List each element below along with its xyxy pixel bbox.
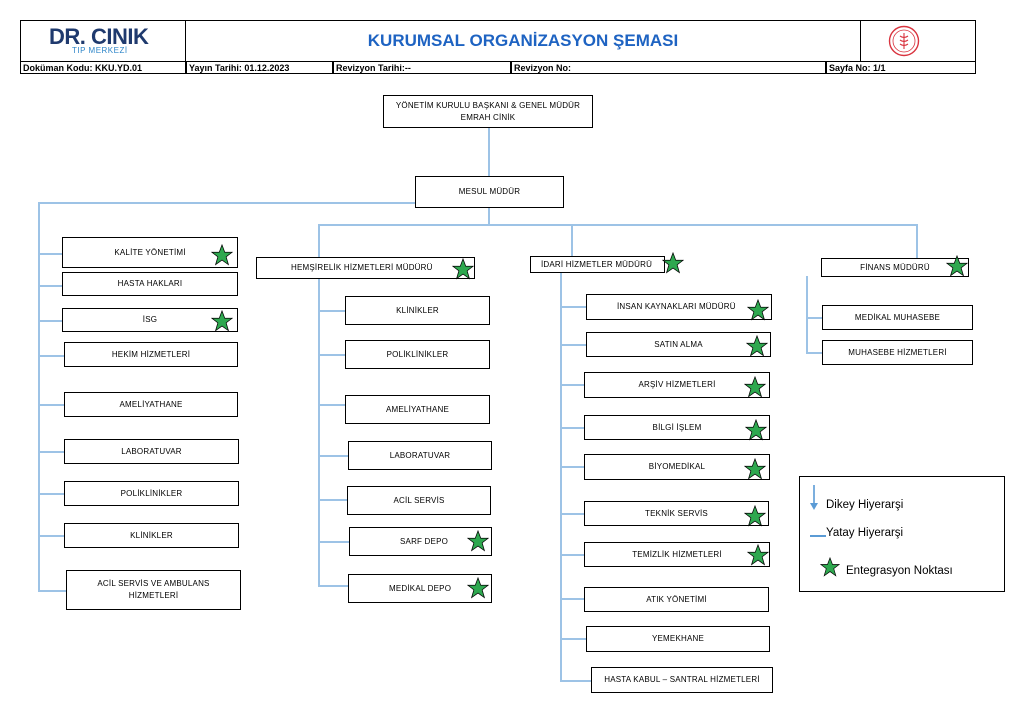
integration-star-icon [744,458,766,480]
revision-number: Revizyon No: [514,63,572,73]
document-title: KURUMSAL ORGANİZASYON ŞEMASI [367,31,679,50]
integration-star-icon [467,577,489,599]
connector [318,224,917,226]
revision-date: Revizyon Tarihi:-- [336,63,411,73]
org-box-finans-muduru: FİNANS MÜDÜRÜ [821,258,969,277]
org-box-n-medikal-depo: MEDİKAL DEPO [348,574,492,603]
org-box-satin-alma: SATIN ALMA [586,332,771,357]
integration-star-icon [946,255,968,277]
legend-vertical-label: Dikey Hiyerarşi [826,499,904,511]
org-box-hemsirelik-muduru: HEMŞİRELİK HİZMETLERİ MÜDÜRÜ [256,257,475,279]
org-box-idari-muduru: İDARİ HİZMETLER MÜDÜRÜ [530,256,665,273]
org-box-isg: İSG [62,308,238,332]
org-box-kalite: KALİTE YÖNETİMİ [62,237,238,268]
integration-star-icon [467,530,489,552]
org-box-klinikler: KLİNİKLER [64,523,239,548]
integration-star-icon [211,244,233,266]
org-box-hasta-kabul: HASTA KABUL – SANTRAL HİZMETLERİ [591,667,773,693]
ministry-seal-icon [888,25,920,57]
chairman-name: EMRAH CİNİK [460,112,516,122]
org-box-n-poliklinikler: POLİKLİNİKLER [345,340,490,369]
org-box-hasta-haklari: HASTA HAKLARI [62,272,238,296]
logo: DR. CINIK [49,24,149,49]
connector [560,273,562,681]
horizontal-line-icon [810,535,826,537]
org-box-arsiv: ARŞİV HİZMETLERİ [584,372,770,398]
connector [38,202,415,204]
connector [38,202,40,590]
org-box-medikal-muhasebe: MEDİKAL MUHASEBE [822,305,973,330]
integration-star-icon [211,310,233,332]
integration-star-icon [746,335,768,357]
legend-integration-label: Entegrasyon Noktası [846,565,953,577]
org-box-laboratuvar: LABORATUVAR [64,439,239,464]
publish-date: Yayın Tarihi: 01.12.2023 [189,63,290,73]
integration-star-icon [745,419,767,441]
connector [318,224,320,258]
logo-subtitle: TIP MERKEZİ [72,46,128,55]
org-box-ameliyathane: AMELİYATHANE [64,392,238,417]
arrow-down-icon [810,485,818,510]
org-box-atik-yonetimi: ATIK YÖNETİMİ [584,587,769,612]
integration-star-icon [747,544,769,566]
org-box-n-klinikler: KLİNİKLER [345,296,490,325]
integration-star-icon [744,505,766,527]
connector [488,208,490,224]
integration-star-icon [452,258,474,280]
org-box-acil: ACİL SERVİS VE AMBULANS HİZMETLERİ [66,570,241,610]
mesul-mudur-box: MESUL MÜDÜR [415,176,564,208]
connector [488,128,490,176]
connector [916,224,918,258]
integration-star-icon [820,557,840,577]
org-box-insan-kaynaklari: İNSAN KAYNAKLARI MÜDÜRÜ [586,294,772,320]
org-box-muhasebe-hizmetleri: MUHASEBE HİZMETLERİ [822,340,973,365]
integration-star-icon [747,299,769,321]
org-box-bilgi-islem: BİLGİ İŞLEM [584,415,770,440]
connector [571,224,573,256]
meta-row [20,61,976,74]
org-box-n-sarf-depo: SARF DEPO [349,527,492,556]
legend-horizontal-label: Yatay Hiyerarşi [826,527,904,539]
integration-star-icon [662,252,684,274]
org-box-teknik-servis: TEKNİK SERVİS [584,501,769,526]
chairman-box: YÖNETİM KURULU BAŞKANI & GENEL MÜDÜR EMR… [383,95,593,128]
connector [318,278,320,585]
org-box-hekim: HEKİM HİZMETLERİ [64,342,238,367]
integration-star-icon [744,376,766,398]
org-box-temizlik: TEMİZLİK HİZMETLERİ [584,542,770,567]
connector [806,276,808,353]
org-box-n-ameliyathane: AMELİYATHANE [345,395,490,424]
org-box-poliklinikler: POLİKLİNİKLER [64,481,239,506]
page-number: Sayfa No: 1/1 [829,63,886,73]
org-box-n-laboratuvar: LABORATUVAR [348,441,492,470]
legend: Dikey Hiyerarşi Yatay Hiyerarşi Entegras… [799,476,1005,592]
org-box-biyomedikal: BİYOMEDİKAL [584,454,770,480]
doc-code: Doküman Kodu: KKU.YD.01 [23,63,143,73]
org-box-yemekhane: YEMEKHANE [586,626,770,652]
org-box-n-acil-servis: ACİL SERVİS [347,486,491,515]
chairman-title: YÖNETİM KURULU BAŞKANI & GENEL MÜDÜR [395,100,581,110]
